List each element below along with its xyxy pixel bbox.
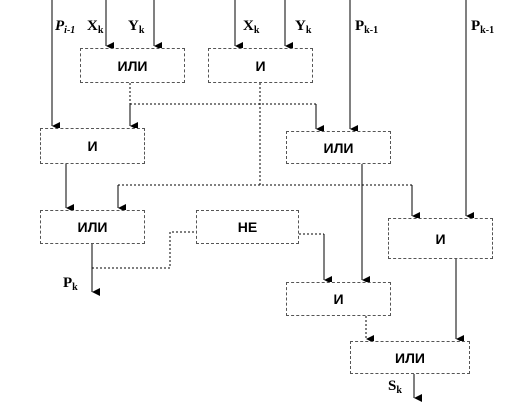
label-p-in: Pi-1: [55, 18, 76, 36]
gate-and-2: И: [208, 48, 313, 83]
gate-or-1: ИЛИ: [80, 48, 185, 83]
gate-or-4: ИЛИ: [286, 131, 391, 164]
label-y1: Yk: [128, 18, 145, 36]
wire-g5-g6: [92, 231, 196, 269]
label-x1: Xk: [87, 18, 104, 36]
label-pk1a: Pk-1: [355, 18, 379, 36]
gate-and-3: И: [40, 128, 145, 164]
wire-g1-out: [129, 83, 316, 105]
label-p-out: Pk: [63, 275, 78, 293]
gate-or-9: ИЛИ: [350, 341, 470, 374]
wire-g2-out: [118, 83, 412, 186]
label-s-out: Sk: [388, 378, 402, 396]
wire-g6-g7: [299, 233, 332, 284]
label-y2: Yk: [295, 18, 312, 36]
gate-and-8: И: [388, 218, 493, 259]
label-x2: Xk: [243, 18, 260, 36]
label-pk1b: Pk-1: [471, 18, 495, 36]
gate-or-5: ИЛИ: [40, 210, 145, 244]
gate-and-7: И: [286, 282, 391, 316]
gate-not-6: НЕ: [196, 210, 299, 244]
